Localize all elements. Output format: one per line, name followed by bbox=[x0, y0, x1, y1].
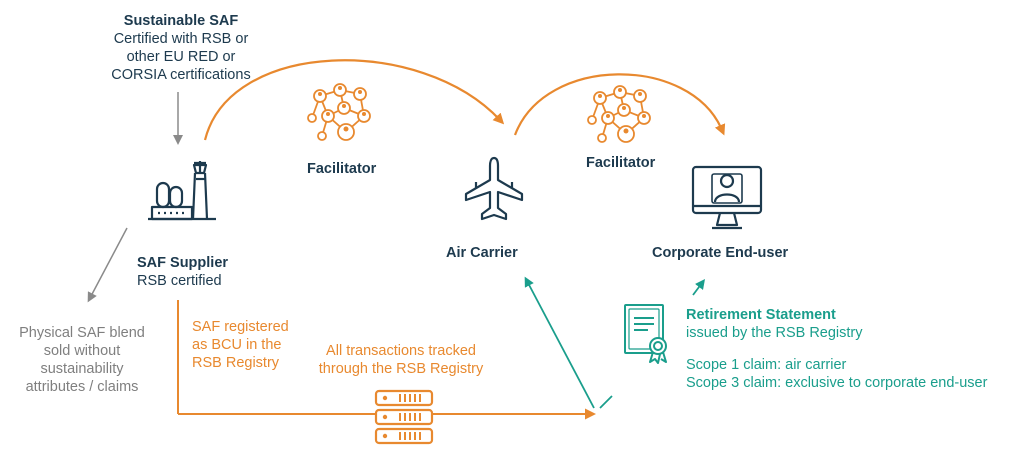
teal-short-segment bbox=[599, 395, 613, 409]
supplier-to-blend-arrow bbox=[87, 227, 128, 303]
registered-line: SAF registered bbox=[192, 319, 289, 335]
retirement-title: Retirement Statement bbox=[686, 307, 836, 323]
carrier-to-enduser-arc bbox=[513, 73, 726, 136]
registered-note: SAF registered as BCU in the RSB Registr… bbox=[192, 318, 289, 372]
registered-line: RSB Registry bbox=[192, 355, 280, 371]
facilitator-label: Facilitator bbox=[586, 155, 656, 171]
registry-to-carrier-arrow bbox=[524, 276, 595, 409]
blend-line: sustainability bbox=[40, 361, 124, 377]
network-icon bbox=[307, 83, 371, 141]
supplier-subtitle: RSB certified bbox=[137, 273, 222, 289]
end-user-label: Corporate End-user bbox=[652, 245, 789, 261]
source-line: other EU RED or bbox=[126, 49, 236, 65]
certificate-icon bbox=[624, 304, 667, 364]
source-description: Sustainable SAF Certified with RSB or ot… bbox=[96, 12, 266, 84]
retirement-statement: Retirement Statement issued by the RSB R… bbox=[686, 306, 987, 392]
registered-line: as BCU in the bbox=[192, 337, 282, 353]
facilitator-label: Facilitator bbox=[307, 161, 377, 177]
airplane-icon bbox=[464, 156, 524, 221]
supplier-title: SAF Supplier bbox=[137, 255, 229, 271]
network-icon bbox=[587, 85, 651, 143]
tracked-line: All transactions tracked bbox=[326, 343, 476, 359]
blend-line: attributes / claims bbox=[25, 379, 139, 395]
supplier-to-carrier-arc bbox=[203, 59, 505, 141]
source-title: Sustainable SAF bbox=[123, 13, 239, 29]
blend-line: Physical SAF blend bbox=[19, 325, 145, 341]
supplier-label: SAF Supplier RSB certified bbox=[137, 254, 228, 290]
physical-blend-note: Physical SAF blend sold without sustaina… bbox=[10, 324, 154, 396]
source-line: Certified with RSB or bbox=[113, 31, 249, 47]
monitor-user-icon bbox=[691, 165, 763, 230]
factory-icon bbox=[148, 161, 216, 221]
source-line: CORSIA certifications bbox=[111, 67, 251, 83]
tracked-note: All transactions tracked through the RSB… bbox=[312, 342, 490, 378]
statement-to-enduser-arrow bbox=[692, 279, 705, 296]
scope1-claim: Scope 1 claim: air carrier bbox=[686, 357, 847, 373]
air-carrier-label: Air Carrier bbox=[446, 245, 518, 261]
scope3-claim: Scope 3 claim: exclusive to corporate en… bbox=[686, 375, 988, 391]
blend-line: sold without bbox=[43, 343, 121, 359]
tracked-line: through the RSB Registry bbox=[318, 361, 484, 377]
registry-server-icon bbox=[374, 389, 434, 445]
retirement-subtitle: issued by the RSB Registry bbox=[686, 325, 863, 341]
